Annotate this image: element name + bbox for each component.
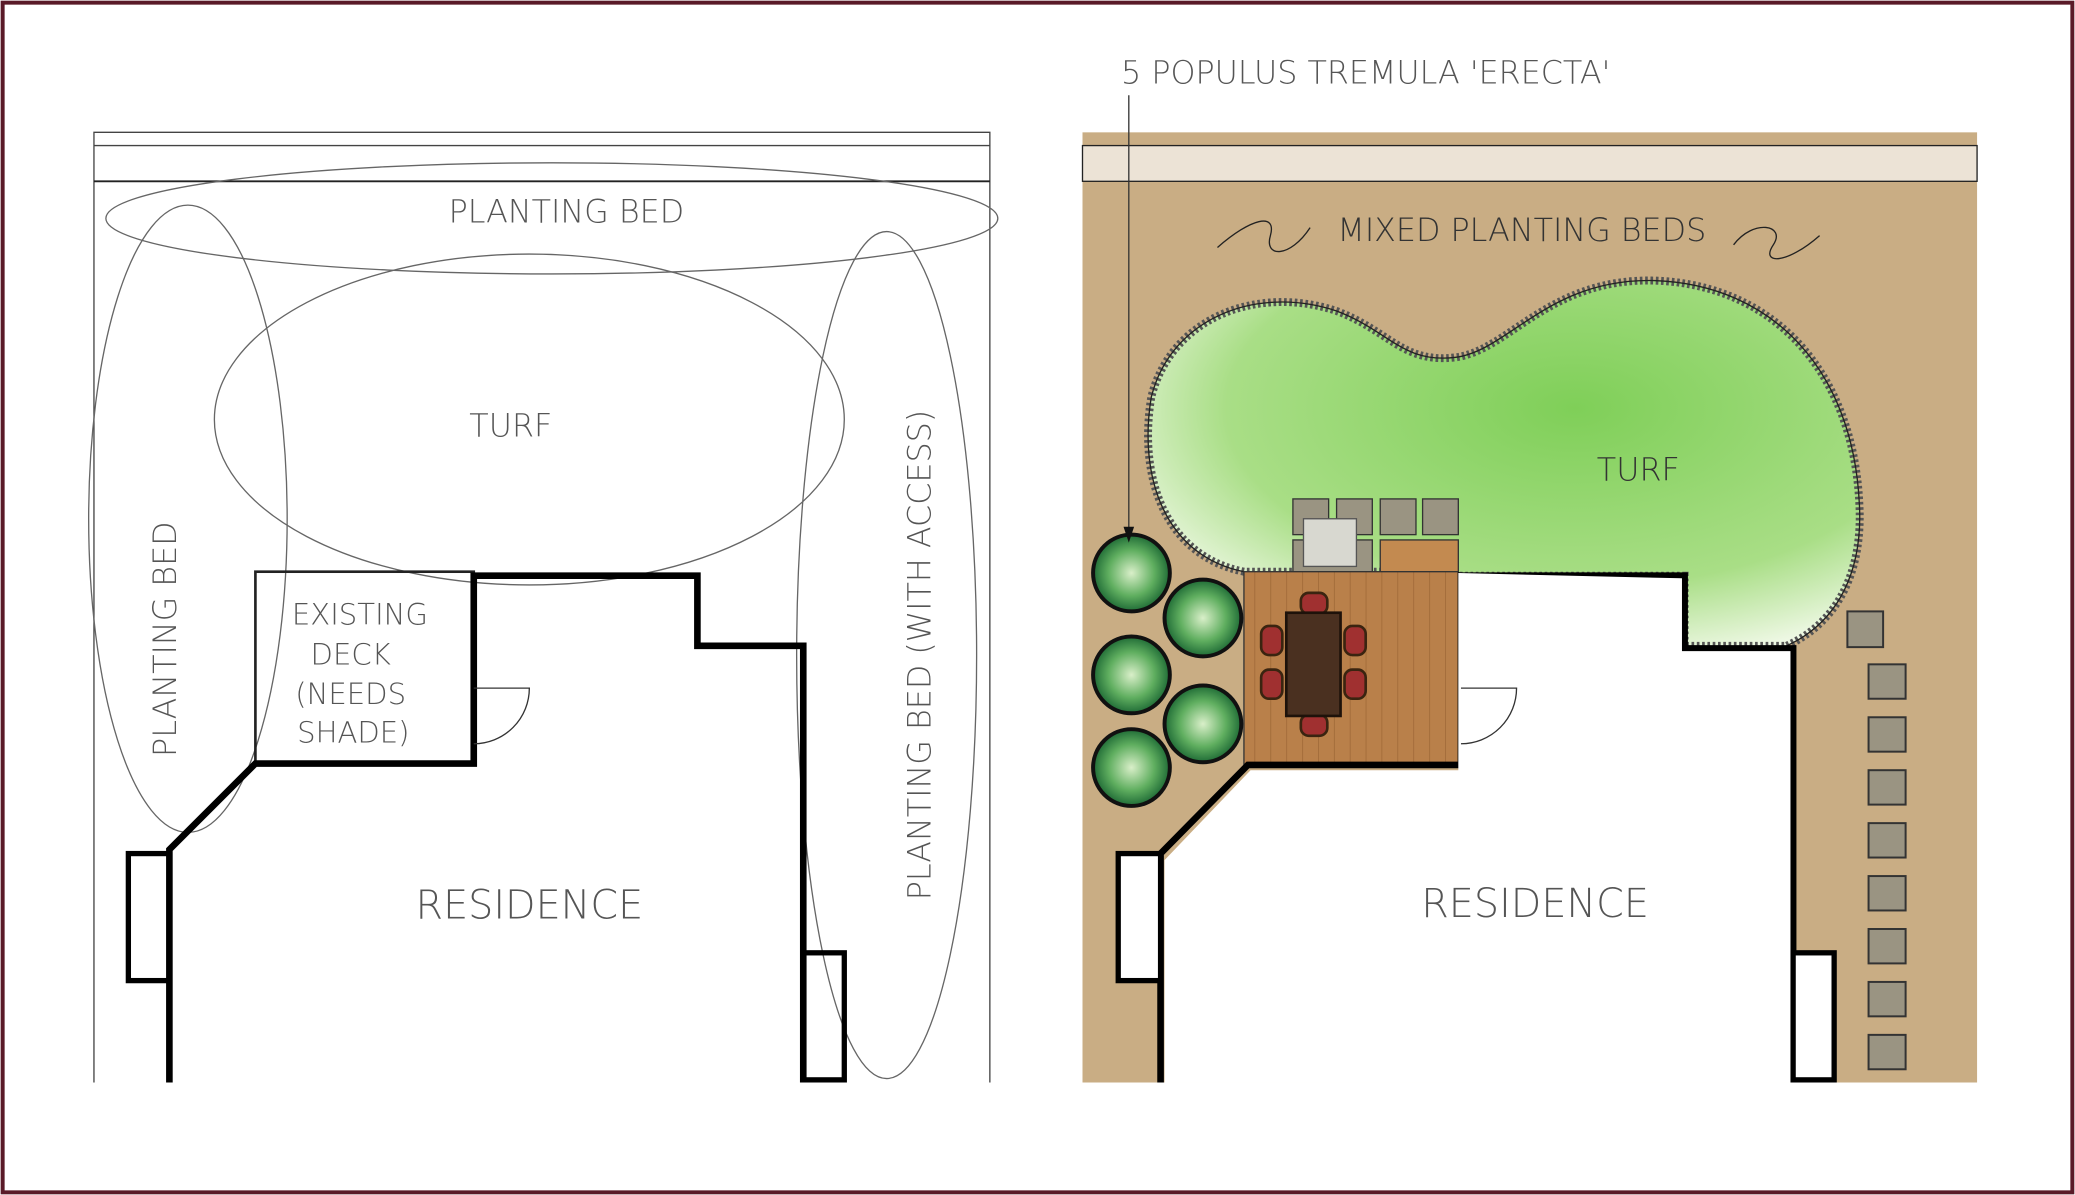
label-turf-proposed: TURF: [1597, 452, 1680, 488]
label-trees-callout: 5 POPULUS TREMULA 'ERECTA': [1121, 55, 1610, 91]
new-deck: [1243, 571, 1459, 766]
proposed-plan: 5 POPULUS TREMULA 'ERECTA' MIXED PLANTIN…: [1081, 55, 1978, 1083]
label-mixed-beds: MIXED PLANTING BEDS: [1337, 213, 1706, 249]
tree-icon: [1162, 683, 1244, 765]
bench: [1379, 539, 1459, 573]
label-residence: RESIDENCE: [416, 882, 644, 928]
label-deck-1: EXISTING: [292, 598, 428, 632]
tree-icon: [1091, 532, 1172, 614]
fence-strip: [1081, 144, 1978, 182]
existing-conditions-plan: PLANTING BED TURF PLANTING BED PLANTING …: [88, 131, 999, 1083]
label-deck-4: SHADE): [297, 715, 409, 749]
grill: [1302, 518, 1358, 568]
label-turf: TURF: [469, 409, 552, 445]
stepping-stones: [1846, 610, 1907, 1071]
label-planting-bed-top: PLANTING BED: [449, 194, 685, 230]
label-planting-bed-left: PLANTING BED: [148, 521, 184, 757]
tree-icon: [1162, 577, 1244, 659]
door-swing: [473, 687, 530, 745]
arrow-right-icon: [1733, 226, 1821, 260]
label-deck-3: (NEEDS: [295, 677, 406, 711]
dining-set: [1259, 591, 1368, 738]
label-residence-proposed: RESIDENCE: [1421, 881, 1649, 927]
tree-icon: [1091, 634, 1172, 716]
label-deck-2: DECK: [311, 637, 391, 671]
arrow-left-icon: [1217, 220, 1311, 253]
label-planting-bed-right: PLANTING BED (WITH ACCESS): [902, 410, 938, 900]
dining-table: [1284, 611, 1342, 718]
residence-outline: [166, 572, 807, 1083]
tree-icon: [1091, 727, 1172, 808]
